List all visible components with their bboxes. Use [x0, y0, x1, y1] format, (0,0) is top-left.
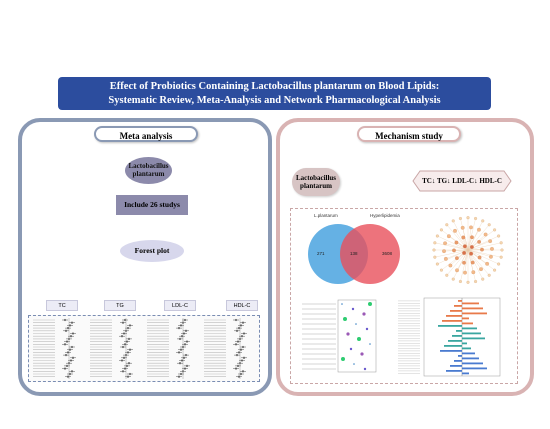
forest-plot-node: Forest plot: [120, 240, 184, 262]
outcome-hdl-c: HDL-C: [226, 300, 258, 311]
network-graph: [432, 216, 504, 284]
outcome-tg: TG: [104, 300, 136, 311]
outcome-ldl-c: LDL-C: [164, 300, 196, 311]
venn-left-count: 271: [317, 251, 325, 256]
venn-left-label: L.plantarum: [314, 213, 338, 218]
lactobacillus-node-right: Lactobacillus plantarum: [292, 168, 340, 196]
venn-right-count: 3608: [382, 251, 393, 256]
mechanism-study-heading: Mechanism study: [357, 126, 461, 142]
lp-right-line1: Lactobacillus: [295, 174, 337, 182]
meta-analysis-heading: Meta analysis: [94, 126, 198, 142]
title-banner: Effect of Probiotics Containing Lactobac…: [58, 77, 491, 110]
venn-overlap-count: 138: [350, 251, 358, 256]
forest-plots-image: [33, 318, 247, 379]
studies-node: Include 26 studys: [116, 195, 188, 215]
go-bar-chart: [398, 297, 501, 377]
result-hexagon-shape: [412, 170, 512, 192]
lp-left-line2: plantarum: [132, 170, 165, 178]
lactobacillus-node-left: Lactobacillus plantarum: [125, 157, 172, 184]
title-line-2: Systematic Review, Meta-Analysis and Net…: [108, 95, 441, 106]
title-line-1: Effect of Probiotics Containing Lactobac…: [109, 81, 440, 92]
lp-right-line2: plantarum: [300, 182, 332, 190]
enrichment-dot-plot: [302, 299, 377, 373]
lipid-result-label: TC↓ TG↓ LDL-C↓ HDL-C: [422, 177, 502, 185]
venn-right-label: Hyperlipidemia: [370, 213, 400, 218]
outcome-tc: TC: [46, 300, 78, 311]
lp-left-line1: Lactobacillus: [128, 162, 169, 170]
mechanism-figures: [290, 208, 518, 384]
venn-diagram: [308, 224, 400, 284]
forest-plots-thumbnails: [28, 315, 260, 382]
